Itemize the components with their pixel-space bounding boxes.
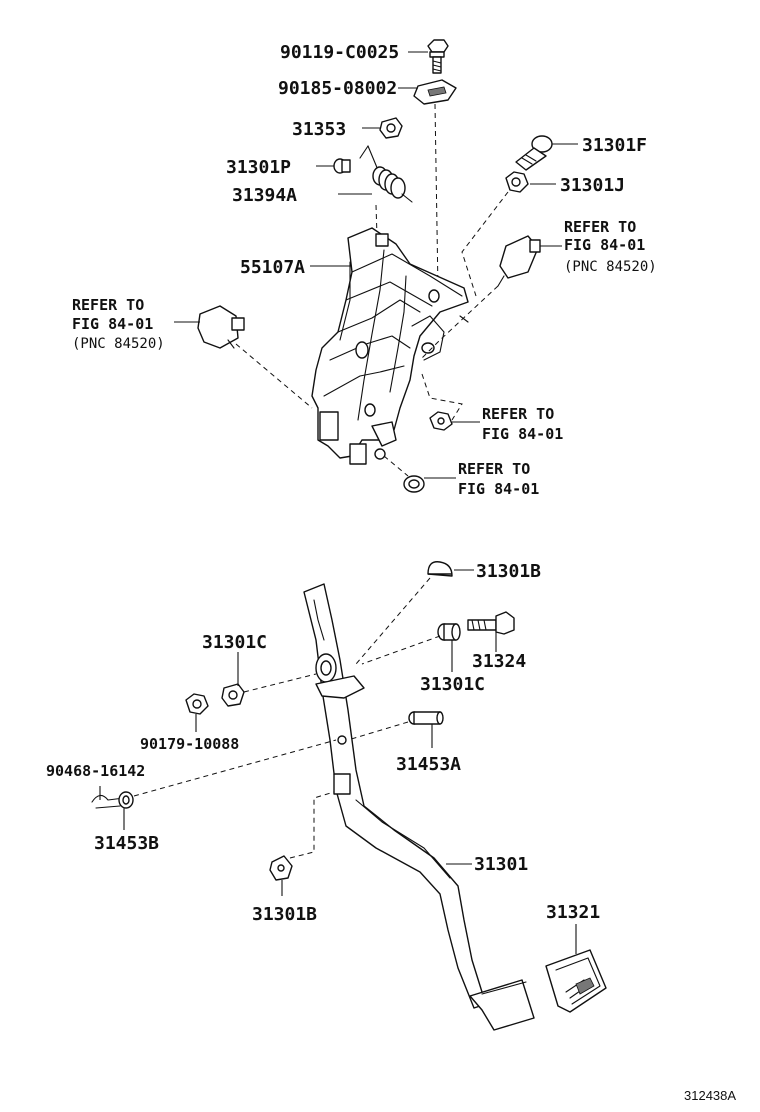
label-31301c-right: 31301C	[420, 674, 485, 695]
label-90119-c0025: 90119-C0025	[280, 42, 399, 63]
ref-left-line1: REFER TO	[72, 296, 144, 314]
label-55107a: 55107A	[240, 257, 305, 278]
bracket-55107a	[311, 227, 469, 465]
label-31353: 31353	[292, 119, 346, 140]
bushing-31301c-left	[221, 683, 245, 707]
nut-31301j	[505, 171, 529, 193]
label-31453a: 31453A	[396, 754, 461, 775]
label-31301c-left: 31301C	[202, 632, 267, 653]
label-31301: 31301	[474, 854, 528, 875]
pedal-pad-31321	[545, 949, 607, 1013]
ref-nut-lower-line1: REFER TO	[458, 460, 530, 478]
bolt-31301f	[515, 135, 553, 171]
stopper-31301b-top	[427, 561, 453, 577]
nut-refer-upper	[429, 411, 453, 431]
ref-right-line2: FIG 84-01	[564, 236, 645, 254]
clip-90468-16142	[91, 794, 125, 809]
clip-31353	[379, 117, 403, 139]
label-31321: 31321	[546, 902, 600, 923]
ref-left-line2: FIG 84-01	[72, 315, 153, 333]
ref-nut-upper-line2: FIG 84-01	[482, 425, 563, 443]
clip-nut-90185-08002	[413, 79, 457, 105]
spring-31394a	[359, 145, 413, 203]
stopper-31301b-bottom	[269, 855, 293, 881]
pin-31453a	[408, 711, 444, 725]
bushing-31301c-right	[437, 623, 461, 641]
nut-90179-10088	[185, 693, 209, 715]
label-31301b-top: 31301B	[476, 561, 541, 582]
ref-nut-upper-line1: REFER TO	[482, 405, 554, 423]
label-31301p: 31301P	[226, 157, 291, 178]
label-31394a: 31394A	[232, 185, 297, 206]
label-31324: 31324	[472, 651, 526, 672]
bushing-31453b	[118, 791, 134, 809]
bolt-31324	[467, 611, 515, 635]
ref-nut-lower-line2: FIG 84-01	[458, 480, 539, 498]
illustration-id: 312438A	[684, 1088, 736, 1103]
label-31301f: 31301F	[582, 135, 647, 156]
bolt-90119-c0025	[427, 39, 449, 74]
label-31453b: 31453B	[94, 833, 159, 854]
pedal-arm-31301	[303, 583, 535, 1031]
ref-right-line1: REFER TO	[564, 218, 636, 236]
label-90185-08002: 90185-08002	[278, 78, 397, 99]
ref-left-line3: (PNC 84520)	[72, 336, 165, 352]
stop-lamp-switch-left	[197, 305, 245, 349]
pin-31301p	[333, 158, 351, 174]
label-31301j: 31301J	[560, 175, 625, 196]
label-31301b-bottom: 31301B	[252, 904, 317, 925]
stop-lamp-switch-right	[497, 235, 541, 287]
label-90179-10088: 90179-10088	[140, 735, 239, 753]
label-90468-16142: 90468-16142	[46, 762, 145, 780]
nut-refer-lower	[403, 475, 425, 493]
ref-right-line3: (PNC 84520)	[564, 259, 657, 275]
